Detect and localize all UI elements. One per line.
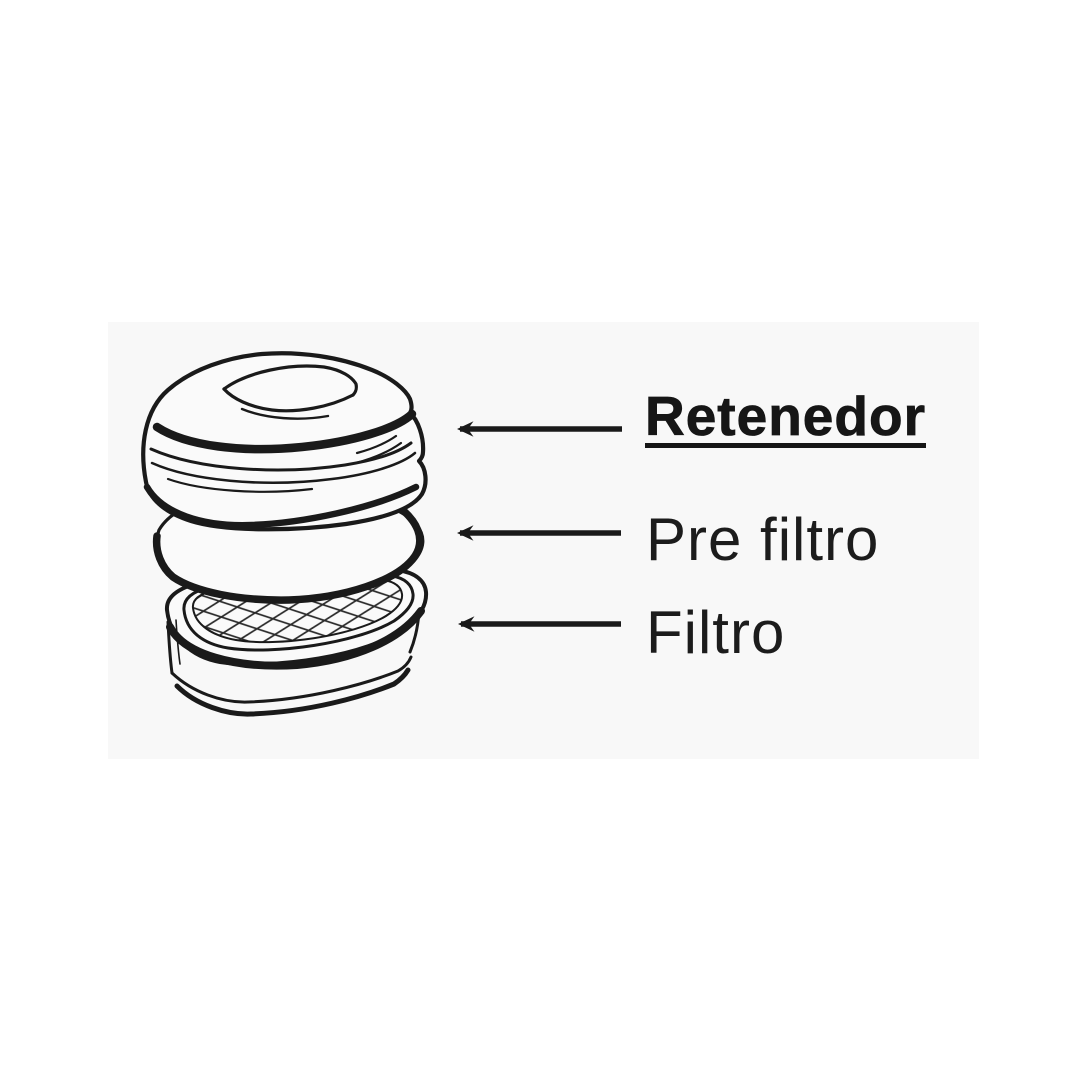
label-filtro: Filtro	[646, 599, 786, 666]
label-retenedor: Retenedor	[645, 385, 926, 447]
label-pre-filtro: Pre filtro	[646, 506, 880, 573]
retainer-cap-drawing	[141, 351, 428, 532]
